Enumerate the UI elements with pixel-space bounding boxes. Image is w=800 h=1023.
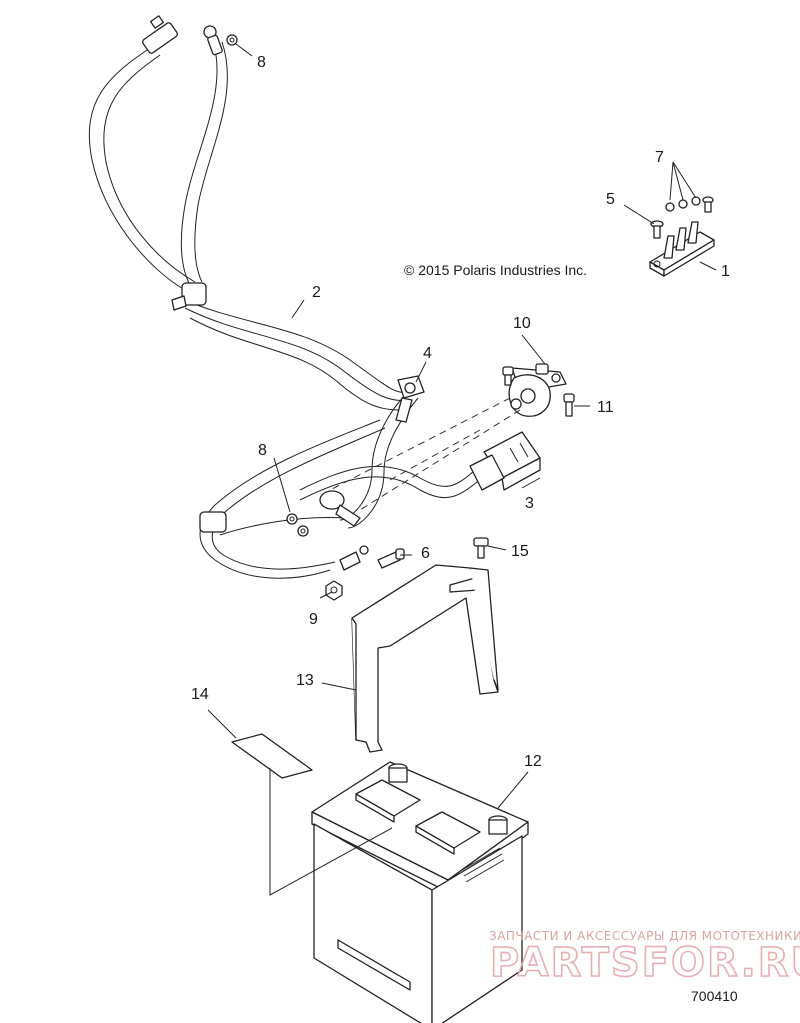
alignment-lines [329, 397, 521, 511]
callout-12: 12 [524, 753, 542, 770]
callout-10: 10 [513, 315, 531, 332]
bolt-part-6 [377, 548, 405, 569]
callout-8-middle: 8 [258, 442, 267, 459]
connector-part-3 [469, 431, 541, 491]
relay-part-10 [508, 363, 567, 417]
battery-part-12 [311, 761, 529, 1023]
callout-3: 3 [525, 495, 534, 512]
harness-clip-lower [199, 511, 227, 533]
harness-connector-top [142, 15, 178, 54]
callout-5: 5 [606, 191, 615, 208]
callout-1: 1 [721, 263, 730, 280]
screws-part-7 [665, 196, 714, 213]
nut-part-8-top [226, 34, 238, 46]
callout-7: 7 [655, 149, 664, 166]
label-part-14 [231, 733, 313, 779]
nut-part-9 [325, 580, 343, 601]
ring-terminal-top [203, 25, 223, 56]
callout-2: 2 [312, 284, 321, 301]
cable-lug-middle [319, 490, 361, 527]
battery-terminal-part-4 [395, 375, 425, 423]
bolt-part-15 [473, 537, 489, 559]
bolt-part-5 [650, 220, 664, 239]
battery-bracket-part-13 [351, 564, 499, 753]
harness-clip-left [171, 282, 207, 311]
figure-number: 700410 [691, 988, 738, 1004]
leader-lines [207, 43, 717, 896]
callout-9: 9 [309, 611, 318, 628]
watermark-brand: PARTSFOR.RU [490, 940, 800, 986]
wiring-harness [88, 37, 483, 579]
nut-part-8-middle [286, 513, 309, 537]
screw-part-11 [563, 393, 575, 417]
callout-4: 4 [423, 345, 432, 362]
callout-6: 6 [421, 545, 430, 562]
watermark-tagline: ЗАПЧАСТИ И АКСЕССУАРЫ ДЛЯ МОТОТЕХНИКИ [489, 929, 800, 943]
callout-8-top: 8 [257, 54, 266, 71]
callout-11: 11 [597, 399, 614, 416]
callout-13: 13 [296, 672, 314, 689]
copyright-text: © 2015 Polaris Industries Inc. [404, 262, 587, 278]
screw-part-10 [502, 366, 514, 386]
callout-15: 15 [511, 543, 529, 560]
cable-lug-lower [339, 545, 369, 571]
terminal-block-part-1 [649, 221, 715, 277]
callout-14: 14 [191, 686, 209, 703]
watermark: ЗАПЧАСТИ И АКСЕССУАРЫ ДЛЯ МОТОТЕХНИКИ PA… [489, 929, 800, 987]
